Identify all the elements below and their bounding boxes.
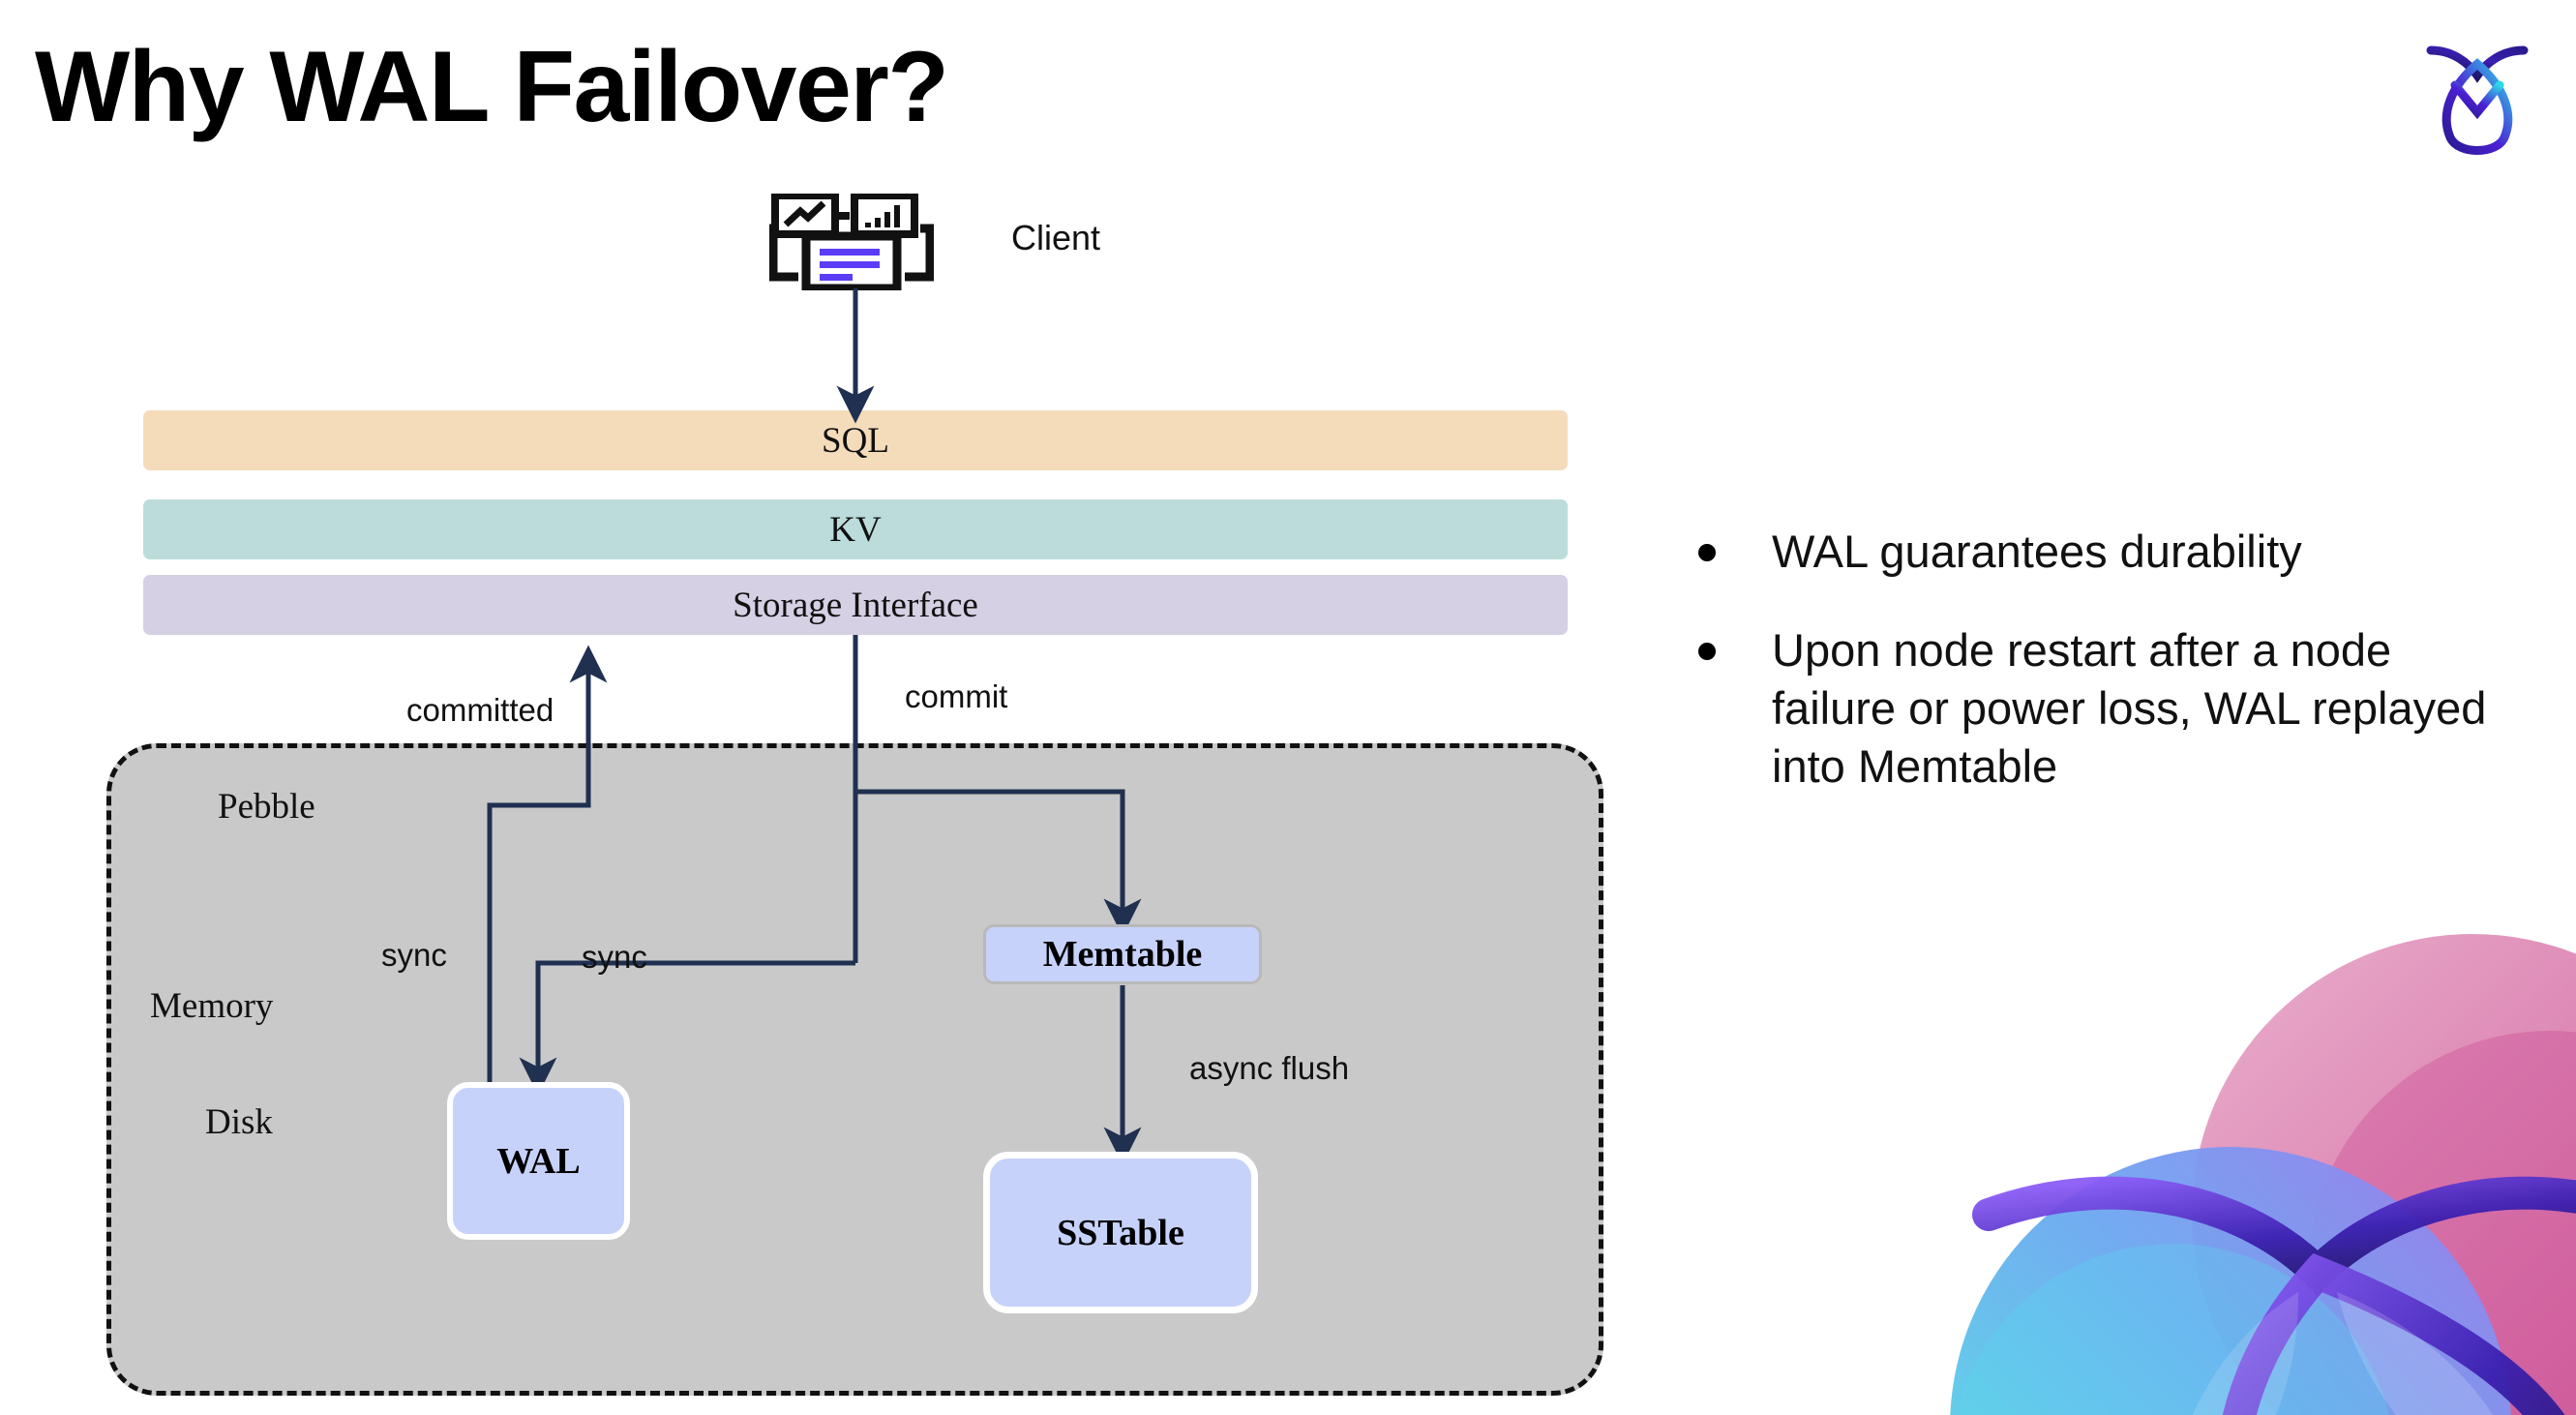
page-title: Why WAL Failover? [35,31,949,143]
edge-label-commit: commit [905,678,1008,714]
memory-label: Memory [150,986,274,1026]
layer-bar-storage: Storage Interface [143,575,1568,635]
node-label-wal: WAL [496,1140,581,1182]
cockroach-watermark-icon [1931,924,2576,1415]
bullet-text: WAL guarantees durability [1772,526,2302,577]
cockroach-logo-icon [2411,29,2543,161]
bullet-text: Upon node restart after a node failure o… [1772,624,2487,793]
disk-label: Disk [205,1102,273,1142]
node-wal: WAL [447,1082,630,1240]
edge-label-sync-left: sync [381,937,447,973]
client-devices-icon [768,192,935,293]
layer-bar-sql: SQL [143,410,1568,470]
edge-label-sync-right: sync [582,939,647,975]
bullet-dot-icon [1698,643,1716,661]
node-memtable: Memtable [983,924,1262,984]
client-label: Client [1011,218,1101,257]
layer-label-storage: Storage Interface [733,585,978,625]
pebble-container [106,743,1603,1396]
edge-label-committed: committed [406,692,554,728]
edge-label-async-flush: async flush [1189,1050,1350,1086]
node-sstable: SSTable [983,1152,1258,1313]
layer-bar-kv: KV [143,499,1568,559]
list-item: Upon node restart after a node failure o… [1698,621,2492,796]
node-label-memtable: Memtable [1042,934,1203,975]
bullet-list: WAL guarantees durability Upon node rest… [1698,523,2492,837]
list-item: WAL guarantees durability [1698,523,2492,581]
layer-label-kv: KV [829,509,882,550]
bullet-dot-icon [1698,544,1716,561]
node-label-sstable: SSTable [1057,1212,1184,1253]
pebble-label: Pebble [218,787,315,827]
layer-label-sql: SQL [822,420,889,461]
